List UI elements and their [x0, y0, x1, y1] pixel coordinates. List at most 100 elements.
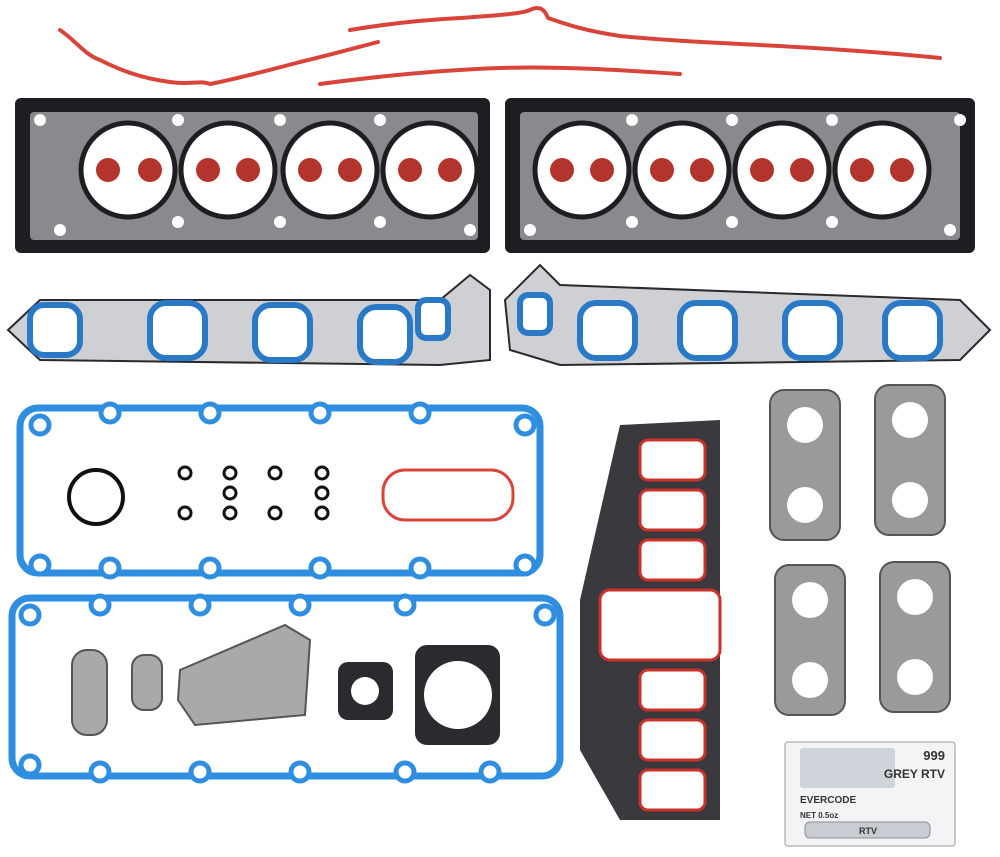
- gasket-grommet: [188, 593, 212, 617]
- valve-stem-seal: [196, 158, 220, 182]
- bolt-hole: [172, 216, 184, 228]
- gasket-grommet: [198, 401, 222, 425]
- gasket-grommet: [408, 401, 432, 425]
- valve-cover-gasket-loop: [16, 404, 544, 577]
- valve-stem-seal: [890, 158, 914, 182]
- gasket-grommet: [18, 753, 42, 777]
- o-ring-small: [267, 505, 283, 521]
- plenum-port: [638, 768, 707, 812]
- intake-gasket-right: [503, 263, 992, 367]
- tube-label: RTV: [859, 826, 877, 836]
- bolt-hole: [826, 216, 838, 228]
- bolt-hole: [54, 224, 66, 236]
- cylinder-bore: [280, 120, 380, 220]
- valve-stem-seal: [750, 158, 774, 182]
- valve-stem-seal: [96, 158, 120, 182]
- gasket-grommet: [393, 760, 417, 784]
- bolt-hole: [944, 224, 956, 236]
- exhaust-port: [787, 487, 823, 523]
- bolt-hole: [726, 114, 738, 126]
- package-brand: EVERCODE: [800, 795, 856, 806]
- gasket-grommet: [513, 553, 537, 577]
- small-gasket: [131, 654, 163, 711]
- valve-stem-seal: [690, 158, 714, 182]
- gasket-grommet: [393, 593, 417, 617]
- valve-stem-seal: [138, 158, 162, 182]
- o-ring-small: [222, 465, 238, 481]
- o-ring-small: [222, 485, 238, 501]
- intake-port: [357, 304, 413, 365]
- o-ring-large: [67, 468, 125, 526]
- o-ring-small: [222, 505, 238, 521]
- exhaust-port: [897, 579, 933, 615]
- bolt-hole: [464, 224, 476, 236]
- cylinder-bore: [732, 120, 832, 220]
- valve-cover-gasket-loop: [8, 594, 564, 780]
- bolt-hole: [626, 216, 638, 228]
- cylinder-bore: [178, 120, 278, 220]
- head-gasket-right: [505, 98, 975, 253]
- bolt-hole: [826, 114, 838, 126]
- exhaust-port: [792, 582, 828, 618]
- cylinder-bore: [832, 120, 932, 220]
- valve-cover-gasket-lower: [8, 593, 564, 784]
- bolt-hole: [726, 216, 738, 228]
- gasket-grommet: [88, 760, 112, 784]
- package-code: 999: [923, 748, 945, 763]
- sealant-tube: [804, 821, 931, 839]
- exhaust-port: [892, 402, 928, 438]
- thermostat-gasket: [176, 623, 312, 727]
- gasket-grommet: [88, 593, 112, 617]
- package-window: [800, 748, 895, 788]
- exhaust-port: [897, 659, 933, 695]
- plenum-port: [638, 438, 707, 482]
- valve-stem-seal: [398, 158, 422, 182]
- gasket-grommet: [28, 553, 52, 577]
- o-ring-small: [267, 465, 283, 481]
- rtv-sealant-package: 999 GREY RTV EVERCODE NET 0.5oz RTV: [784, 741, 956, 847]
- intake-coolant-port: [517, 292, 553, 336]
- gasket-hole: [351, 677, 379, 705]
- valve-stem-seal: [338, 158, 362, 182]
- exhaust-port: [792, 662, 828, 698]
- gasket-grommet: [188, 760, 212, 784]
- valve-stem-seal: [438, 158, 462, 182]
- plenum-port: [638, 488, 707, 532]
- valve-cover-gasket-upper: [16, 401, 544, 580]
- intake-port: [882, 300, 943, 361]
- gasket-grommet: [198, 556, 222, 580]
- o-ring-small: [177, 505, 193, 521]
- bolt-hole: [524, 224, 536, 236]
- package-product: GREY RTV: [884, 767, 945, 781]
- intake-coolant-port: [415, 297, 451, 341]
- gasket-grommet: [478, 760, 502, 784]
- intake-port: [677, 300, 738, 361]
- bolt-hole: [274, 114, 286, 126]
- cylinder-bore: [78, 120, 178, 220]
- bolt-hole: [34, 114, 46, 126]
- valve-stem-seal: [590, 158, 614, 182]
- bolt-hole: [172, 114, 184, 126]
- exhaust-port: [787, 407, 823, 443]
- plenum-port: [638, 668, 707, 712]
- gasket-grommet: [28, 413, 52, 437]
- valve-stem-seal: [298, 158, 322, 182]
- gasket-grommet: [513, 413, 537, 437]
- head-gasket-left: [15, 98, 490, 253]
- gasket-hole: [424, 661, 492, 729]
- cylinder-bore: [380, 120, 480, 220]
- timing-cover-gaskets: [58, 6, 942, 86]
- bolt-hole: [374, 114, 386, 126]
- gasket-grommet: [18, 603, 42, 627]
- intake-port: [577, 300, 638, 361]
- gasket-grommet: [308, 556, 332, 580]
- intake-gasket-left: [6, 273, 491, 367]
- bolt-hole: [954, 114, 966, 126]
- gasket-grommet: [308, 401, 332, 425]
- o-ring-small: [314, 465, 330, 481]
- gasket-grommet: [98, 401, 122, 425]
- gasket-grommet: [288, 593, 312, 617]
- valve-stem-seal: [650, 158, 674, 182]
- gasket-grommet: [533, 603, 557, 627]
